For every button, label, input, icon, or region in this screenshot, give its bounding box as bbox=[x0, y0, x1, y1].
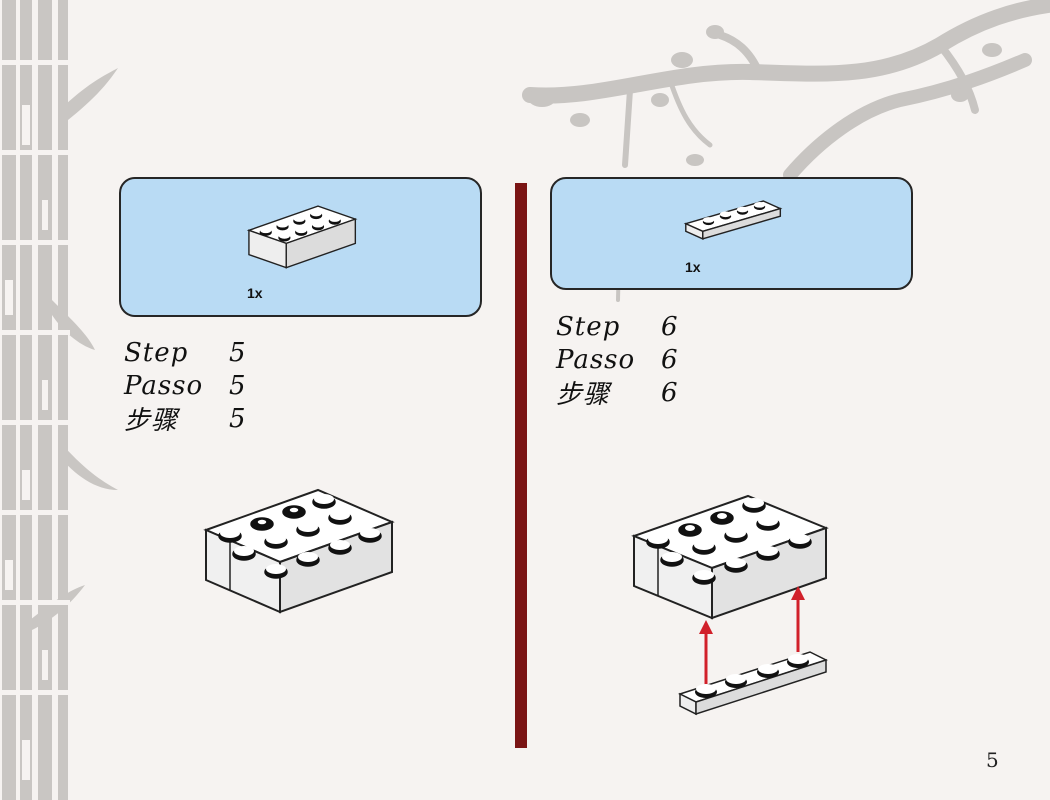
step-number: 6 bbox=[661, 311, 678, 342]
step-label-zh: 步骤 bbox=[556, 380, 611, 410]
step-label-block-6: Step 6 Passo 6 步骤 6 bbox=[556, 310, 678, 411]
step-number: 5 bbox=[229, 337, 246, 368]
step-number: 5 bbox=[229, 370, 246, 401]
step-divider bbox=[515, 183, 527, 748]
build-illustration-step-5 bbox=[203, 488, 395, 614]
bamboo-decoration bbox=[0, 0, 118, 800]
arrow-up-icon bbox=[791, 586, 805, 652]
parts-quantity: 1x bbox=[247, 285, 263, 301]
plate-1x4-icon bbox=[683, 200, 783, 240]
step-label-pt: Passo bbox=[124, 370, 204, 401]
parts-quantity: 1x bbox=[685, 259, 701, 275]
brick-2x4-icon bbox=[246, 205, 358, 269]
step-label-pt: Passo bbox=[556, 344, 636, 375]
page-number: 5 bbox=[986, 748, 999, 772]
step-label-block-5: Step 5 Passo 5 步骤 5 bbox=[124, 336, 246, 437]
step-label-zh: 步骤 bbox=[124, 406, 179, 436]
arrow-up-icon bbox=[699, 620, 713, 686]
build-illustration-step-6 bbox=[631, 494, 829, 716]
branch-decoration bbox=[522, 0, 1050, 302]
step-number: 6 bbox=[661, 377, 678, 408]
step-label-en: Step bbox=[124, 337, 189, 368]
step-number: 5 bbox=[229, 403, 246, 434]
step-number: 6 bbox=[661, 344, 678, 375]
step-label-en: Step bbox=[556, 311, 621, 342]
parts-callout-step-6: 1x bbox=[550, 177, 913, 290]
parts-callout-step-5: 1x bbox=[119, 177, 482, 317]
